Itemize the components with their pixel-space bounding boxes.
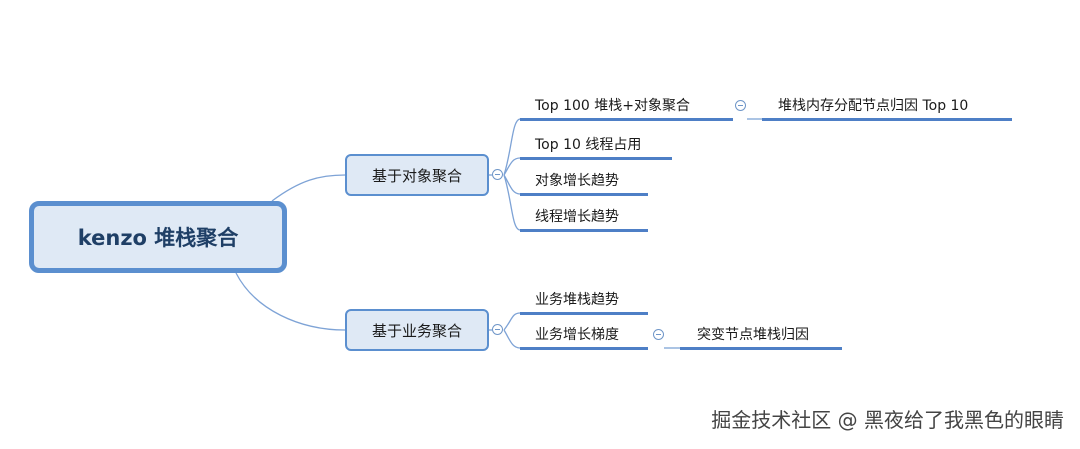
leaf-node-object-growth-trend[interactable]: 对象增长趋势 <box>535 171 619 191</box>
branch-node-object-aggregation[interactable]: 基于对象聚合 <box>345 154 489 196</box>
leaf-node-thread-growth-trend[interactable]: 线程增长趋势 <box>535 207 619 227</box>
leaf-node-label: 对象增长趋势 <box>535 173 619 189</box>
leaf-node-label: Top 100 堆栈+对象聚合 <box>535 98 690 114</box>
leaf-underline <box>520 347 648 350</box>
leaf-underline <box>680 347 842 350</box>
connector-branch2-leaf-1 <box>503 312 521 331</box>
connector-root-branch-1 <box>271 174 346 202</box>
branch-node-label: 基于业务聚合 <box>371 321 462 340</box>
leaf-underline <box>520 229 648 232</box>
leaf-underline <box>520 312 648 315</box>
leaf-underline <box>520 118 733 121</box>
leaf-node-mutation-node-attribution[interactable]: 突变节点堆栈归因 <box>697 325 809 345</box>
leaf-node-label: 业务堆栈趋势 <box>535 292 619 308</box>
connector-root-branch-2 <box>235 272 346 331</box>
watermark-text: 掘金技术社区 @ 黑夜给了我黑色的眼睛 <box>711 408 1064 432</box>
branch-node-business-aggregation[interactable]: 基于业务聚合 <box>345 309 489 351</box>
leaf-node-label: 业务增长梯度 <box>535 327 619 343</box>
leaf-underline <box>520 193 648 196</box>
leaf-underline <box>520 157 672 160</box>
leaf-node-business-stack-trend[interactable]: 业务堆栈趋势 <box>535 290 619 310</box>
collapse-toggle-icon[interactable] <box>735 100 746 111</box>
leaf-node-label: Top 10 线程占用 <box>535 137 642 153</box>
collapse-toggle-icon[interactable] <box>492 169 503 180</box>
leaf-node-business-growth-gradient[interactable]: 业务增长梯度 <box>535 325 619 345</box>
root-node[interactable]: kenzo 堆栈聚合 <box>29 201 287 273</box>
leaf-node-top10-thread-usage[interactable]: Top 10 线程占用 <box>535 135 641 155</box>
leaf-node-label: 突变节点堆栈归因 <box>697 327 809 343</box>
collapse-toggle-icon[interactable] <box>492 324 503 335</box>
connector-branch1-leaf-2 <box>503 157 521 176</box>
leaf-node-top100-stack-object[interactable]: Top 100 堆栈+对象聚合 <box>535 96 690 116</box>
leaf-node-label: 堆栈内存分配节点归因 Top 10 <box>778 98 969 114</box>
leaf-underline <box>762 118 1012 121</box>
connector-branch1-leaf-4 <box>503 174 521 231</box>
root-node-label: kenzo 堆栈聚合 <box>77 226 239 250</box>
connector-branch1-leaf-1 <box>503 118 521 176</box>
connector-branch2-leaf-2 <box>503 329 521 349</box>
leaf-node-stack-memory-top10[interactable]: 堆栈内存分配节点归因 Top 10 <box>778 96 968 116</box>
collapse-toggle-icon[interactable] <box>653 329 664 340</box>
leaf-node-label: 线程增长趋势 <box>535 209 619 225</box>
branch-node-label: 基于对象聚合 <box>371 166 462 185</box>
